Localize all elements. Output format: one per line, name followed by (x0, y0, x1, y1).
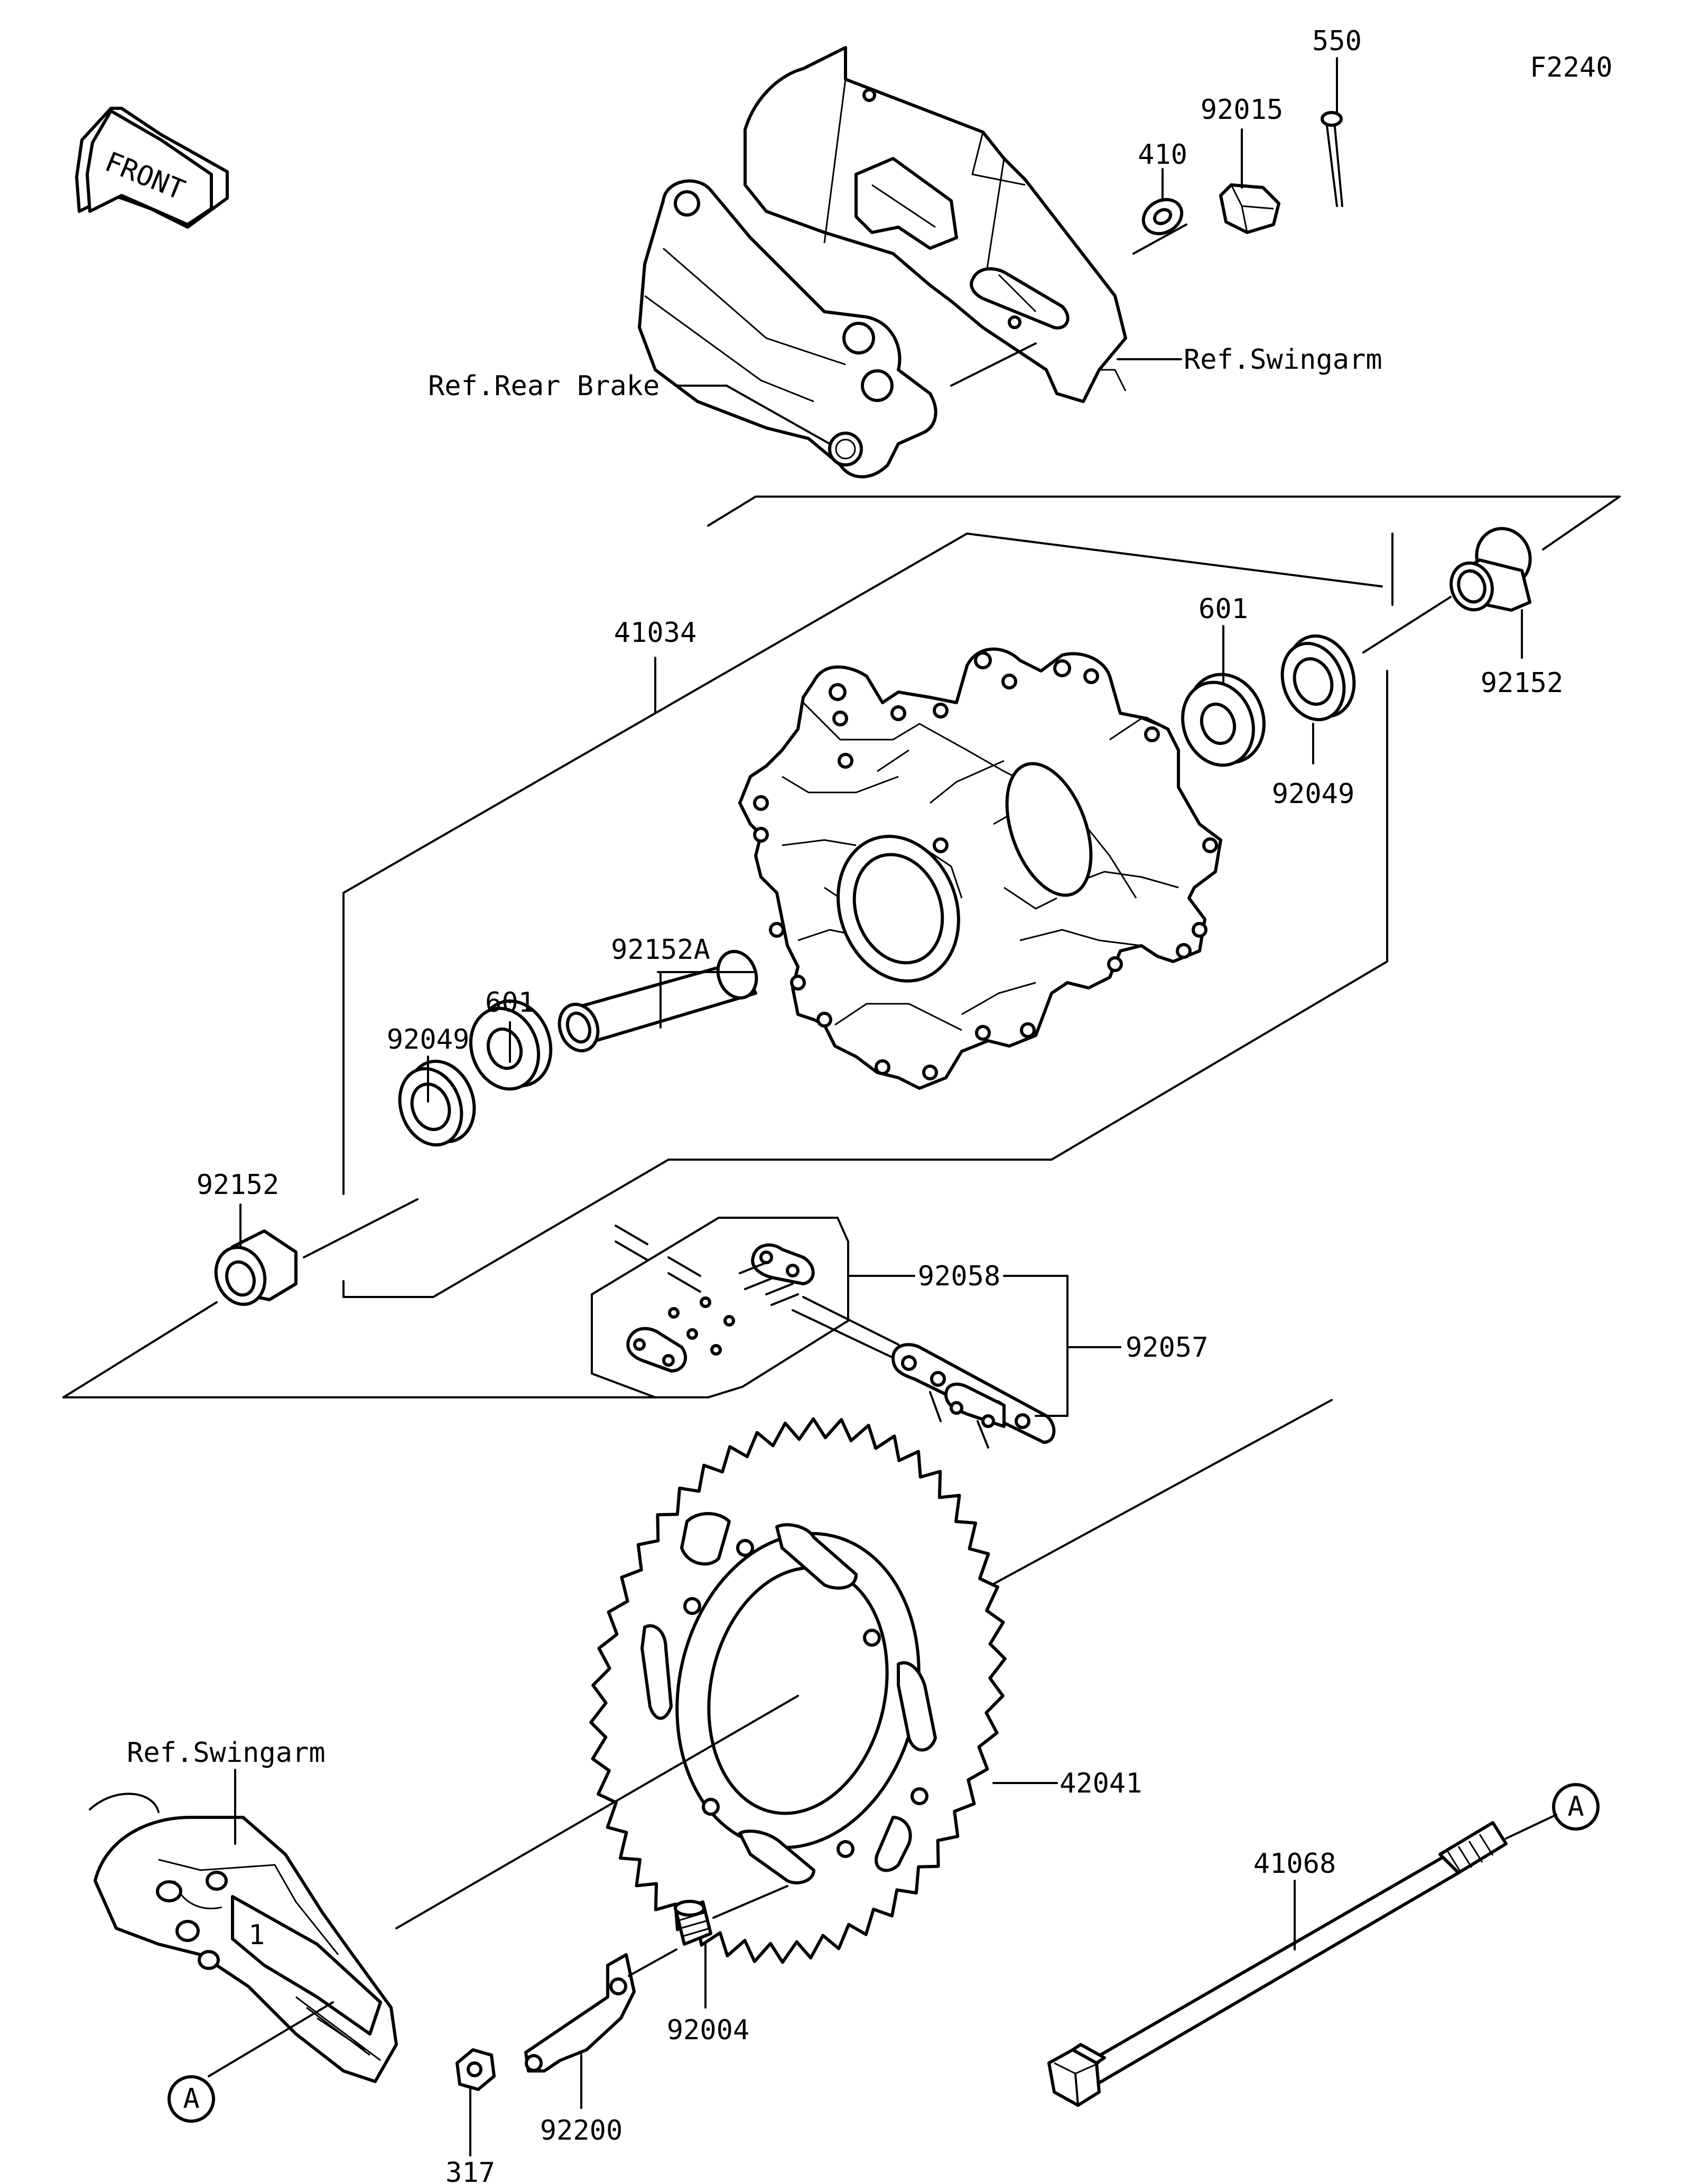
collar-92152-right (1450, 527, 1532, 612)
label-92015: 92015 (1201, 94, 1284, 126)
nut-317 (456, 2048, 496, 2091)
callout-a-right: A (1552, 1783, 1600, 1831)
cotter-pin-550 (1321, 111, 1343, 207)
label-317: 317 (445, 2157, 495, 2184)
label-41068: 41068 (1253, 1848, 1336, 1880)
seal-92049-right (1280, 634, 1356, 722)
bearing-601-right (1181, 673, 1266, 767)
leaders-hub-right (654, 596, 1523, 764)
leaders-swingarm-bottom (208, 1769, 334, 2077)
label-92152-left: 92152 (197, 1169, 280, 1201)
label-92058: 92058 (918, 1261, 1001, 1292)
label-92057: 92057 (1126, 1332, 1209, 1364)
bearing-601-left (469, 999, 553, 1091)
label-92152-right: 92152 (1481, 667, 1564, 699)
label-550: 550 (1312, 25, 1362, 57)
chain-joint-92058 (591, 1217, 849, 1398)
spacer-92152A (558, 950, 758, 1052)
swingarm-bottom-drawing: 1 (89, 1793, 398, 2083)
label-92049-right: 92049 (1272, 778, 1355, 810)
label-41034: 41034 (614, 617, 697, 649)
label-ref-swingarm-bottom[interactable]: Ref.Swingarm (127, 1737, 326, 1769)
collar-92152-left (214, 1229, 298, 1306)
label-601-right: 601 (1198, 593, 1248, 625)
hub-frame (62, 496, 1621, 1398)
washer-410 (1141, 198, 1184, 236)
leaders-top (675, 57, 1338, 445)
axle-41068 (1047, 1821, 1508, 2107)
label-92049-left: 92049 (387, 1024, 470, 1056)
lock-tab-92200 (524, 1948, 677, 2073)
leaders-sprocket (395, 1695, 1058, 1929)
label-92152A: 92152A (611, 934, 710, 966)
label-92200: 92200 (540, 2115, 623, 2146)
label-601-left: 601 (485, 987, 535, 1019)
label-92004: 92004 (667, 2014, 750, 2046)
swingarm-mark: 1 (248, 1919, 265, 1951)
label-ref-swingarm-top[interactable]: Ref.Swingarm (1184, 344, 1382, 376)
leaders-axle (1294, 1814, 1557, 1950)
label-42041: 42041 (1060, 1768, 1142, 1799)
label-ref-rear-brake[interactable]: Ref.Rear Brake (428, 370, 659, 402)
figure-id: F2240 (1530, 52, 1613, 83)
leaders-bottom (469, 1943, 707, 2157)
seal-92049-left (398, 1059, 476, 1147)
stud-92004 (674, 1885, 788, 1946)
callout-a-left-label: A (183, 2083, 199, 2115)
castle-nut-92015 (1219, 183, 1280, 234)
sprocket-42041 (589, 1417, 1007, 1964)
swingarm-top-drawing (638, 46, 1127, 479)
callout-a-left: A (168, 2075, 215, 2123)
label-410: 410 (1138, 139, 1187, 171)
front-arrow-icon: FRONT (75, 107, 229, 229)
leaders-chain (847, 1275, 1333, 1597)
leaders-hub-left (239, 971, 757, 1258)
wheel-hub-41034 (738, 647, 1222, 1090)
callout-a-right-label: A (1567, 1791, 1584, 1823)
chain-92057 (792, 1296, 1056, 1449)
